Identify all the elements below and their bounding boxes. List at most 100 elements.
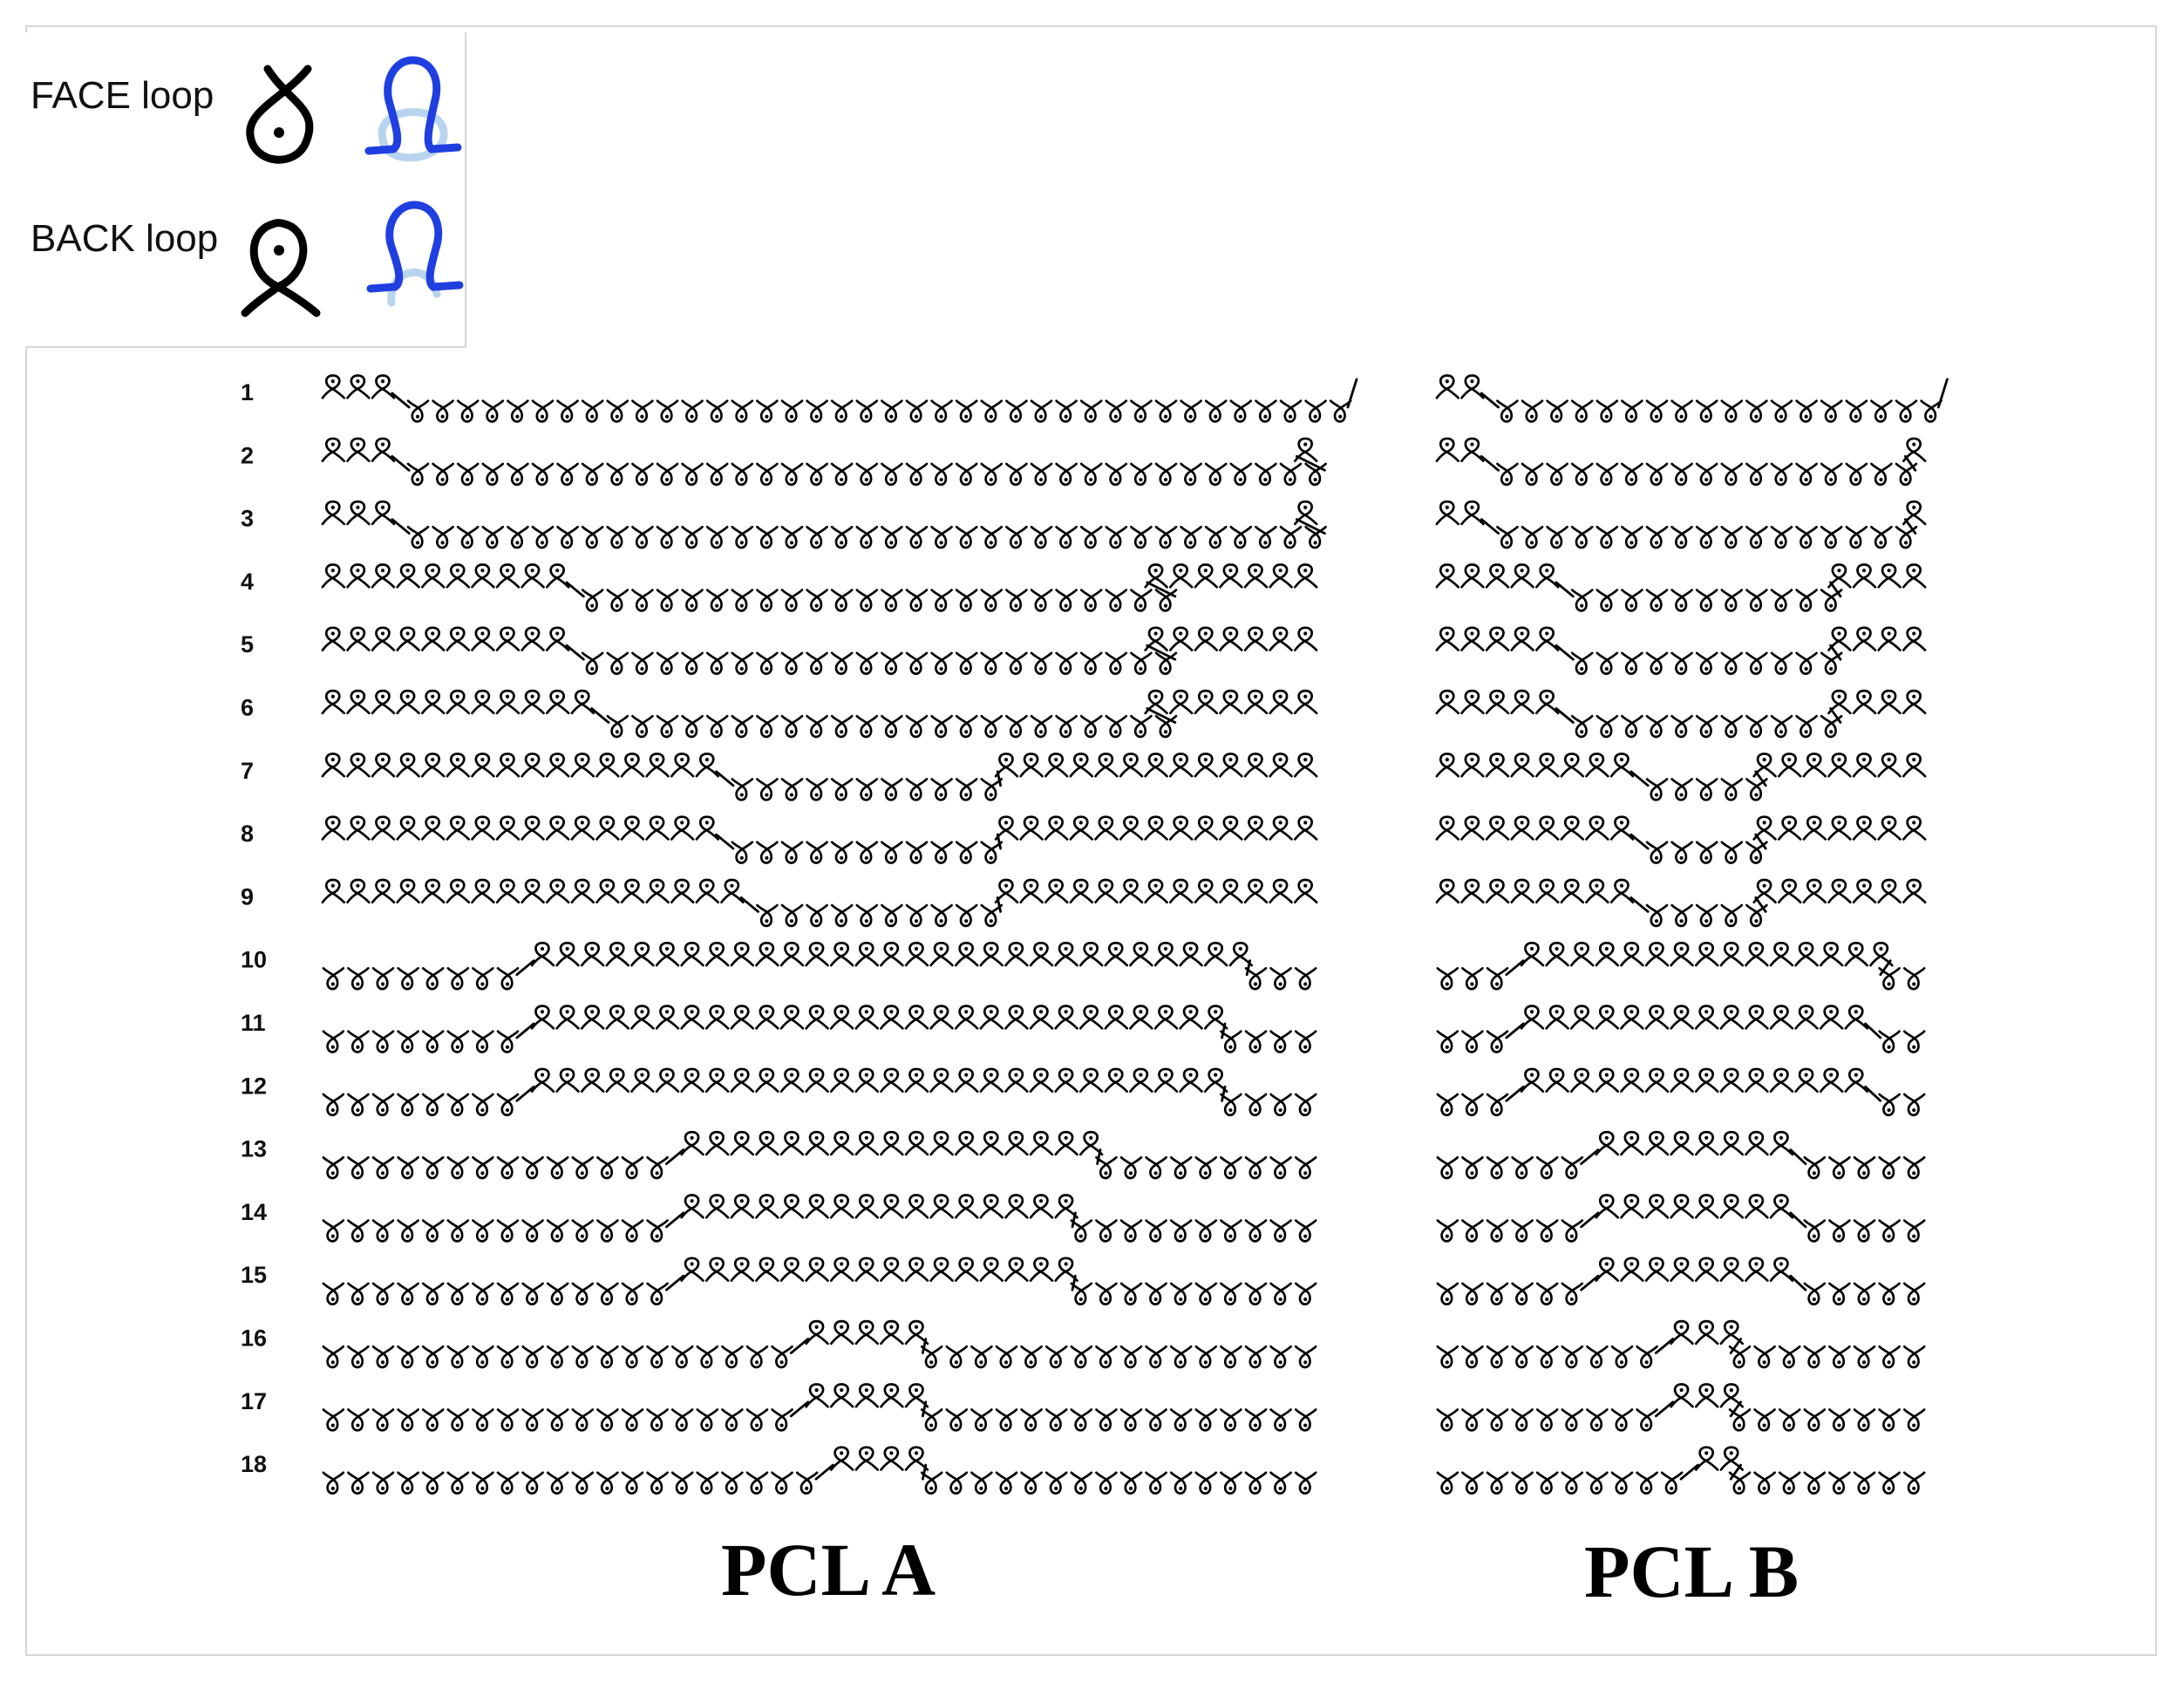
face-loop-stitch [1169, 1219, 1193, 1243]
back-loop-stitch [854, 1383, 880, 1408]
back-loop-stitch [730, 1005, 755, 1030]
face-loop-stitch [1521, 525, 1544, 549]
face-loop-stitch [481, 462, 505, 487]
face-loop-stitch [472, 1282, 494, 1306]
back-loop-stitch [929, 1067, 954, 1094]
back-loop-stitch [1520, 941, 1545, 967]
face-loop-stitch [995, 1471, 1018, 1495]
face-loop-stitch [1119, 1219, 1143, 1243]
face-loop-stitch [581, 651, 604, 676]
face-loop-stitch [656, 399, 679, 423]
face-loop-stitch [1461, 1219, 1484, 1243]
face-loop-stitch [446, 966, 470, 991]
back-loop-stitch [1694, 1446, 1719, 1471]
face-loop-stitch [1670, 903, 1693, 928]
back-loop-stitch [1194, 753, 1219, 778]
face-loop-stitch [1130, 399, 1153, 423]
back-loop-stitch [1194, 878, 1219, 904]
back-loop-stitch [954, 1257, 979, 1282]
back-loop-stitch [1119, 753, 1144, 778]
row-number-label: 7 [241, 758, 254, 784]
back-loop-stitch [1644, 1130, 1670, 1156]
back-loop-stitch [1203, 941, 1228, 967]
back-loop-stitch [580, 941, 605, 967]
back-loop-stitch [1485, 563, 1510, 589]
row-number-label: 3 [241, 506, 254, 532]
back-loop-stitch [695, 815, 720, 841]
row-number-label: 17 [241, 1388, 267, 1414]
face-loop-stitch [1845, 462, 1868, 487]
back-loop-stitch [1777, 878, 1802, 904]
face-loop-stitch [507, 399, 529, 423]
face-loop-stitch [1546, 399, 1568, 423]
face-loop-stitch [446, 1030, 470, 1053]
face-loop-stitch [646, 1471, 669, 1495]
face-loop-stitch [1269, 1408, 1292, 1432]
face-loop-stitch [830, 525, 854, 549]
face-loop-stitch [1878, 1219, 1901, 1243]
face-loop-stitch [1595, 714, 1619, 739]
back-loop-stitch [1004, 1005, 1029, 1030]
face-loop-stitch [905, 462, 929, 487]
back-loop-stitch [854, 1257, 880, 1282]
face-loop-stitch [421, 1408, 445, 1432]
face-loop-stitch [1595, 589, 1619, 612]
face-loop-stitch [546, 1155, 569, 1180]
back-loop-stitch [1877, 689, 1902, 715]
back-loop-stitch [1460, 626, 1485, 651]
back-loop-symbol-icon [241, 219, 321, 317]
face-loop-stitch [1511, 1345, 1534, 1369]
back-loop-stitch [880, 941, 904, 967]
face-loop-stitch [1610, 1471, 1634, 1495]
face-loop-stitch [670, 1471, 694, 1495]
face-loop-stitch [1670, 462, 1693, 487]
face-loop-stitch [806, 778, 828, 801]
back-loop-stitch [471, 753, 495, 778]
stitch-row [1436, 1194, 1926, 1243]
back-loop-stitch [346, 689, 371, 715]
back-loop-stitch [1435, 374, 1460, 399]
face-loop-stitch [1636, 1471, 1658, 1495]
yarn-transition-line [1903, 454, 1917, 472]
back-loop-stitch [446, 626, 471, 651]
face-loop-stitch [1055, 525, 1078, 549]
back-loop-stitch [1534, 689, 1560, 715]
face-loop-stitch [1294, 1030, 1317, 1053]
face-loop-stitch [795, 1471, 819, 1495]
face-loop-stitch [756, 399, 779, 423]
face-loop-stitch [1621, 399, 1643, 423]
back-loop-stitch [1595, 941, 1620, 967]
stitch-row [1436, 1383, 1926, 1432]
back-loop-stitch [1819, 941, 1844, 967]
face-loop-stitch [780, 841, 804, 864]
back-loop-stitch [545, 689, 570, 715]
face-loop-stitch [1130, 589, 1153, 612]
face-loop-stitch [631, 589, 654, 612]
face-loop-stitch [1486, 1155, 1509, 1180]
back-loop-stitch [1293, 815, 1318, 841]
back-loop-stitch [555, 941, 580, 967]
back-loop-stitch [1435, 437, 1460, 463]
face-loop-stitch [1030, 525, 1053, 549]
yarn-transition-line [1505, 1085, 1525, 1102]
face-loop-stitch [945, 1345, 969, 1369]
face-loop-stitch [397, 1093, 419, 1117]
face-loop-stitch [970, 1408, 993, 1432]
panel-pcl-a-stitches [321, 374, 1358, 1495]
face-loop-stitch [1902, 1219, 1926, 1243]
back-loop-stitch [1029, 1067, 1054, 1094]
back-loop-stitch [1094, 753, 1119, 778]
back-loop-stitch [1168, 815, 1194, 841]
face-loop-stitch [1878, 1030, 1901, 1053]
face-loop-stitch [571, 1345, 595, 1369]
face-loop-stitch [1145, 1219, 1167, 1243]
yarn-transition-line [665, 1211, 685, 1229]
face-loop-stitch [1496, 399, 1519, 423]
face-loop-stitch [1570, 399, 1594, 423]
back-loop-stitch [580, 1067, 605, 1094]
face-loop-stitch [581, 399, 604, 423]
face-loop-stitch [1902, 1471, 1926, 1495]
face-loop-stitch [1920, 399, 1942, 423]
yarn-transition-line [1096, 1148, 1102, 1165]
